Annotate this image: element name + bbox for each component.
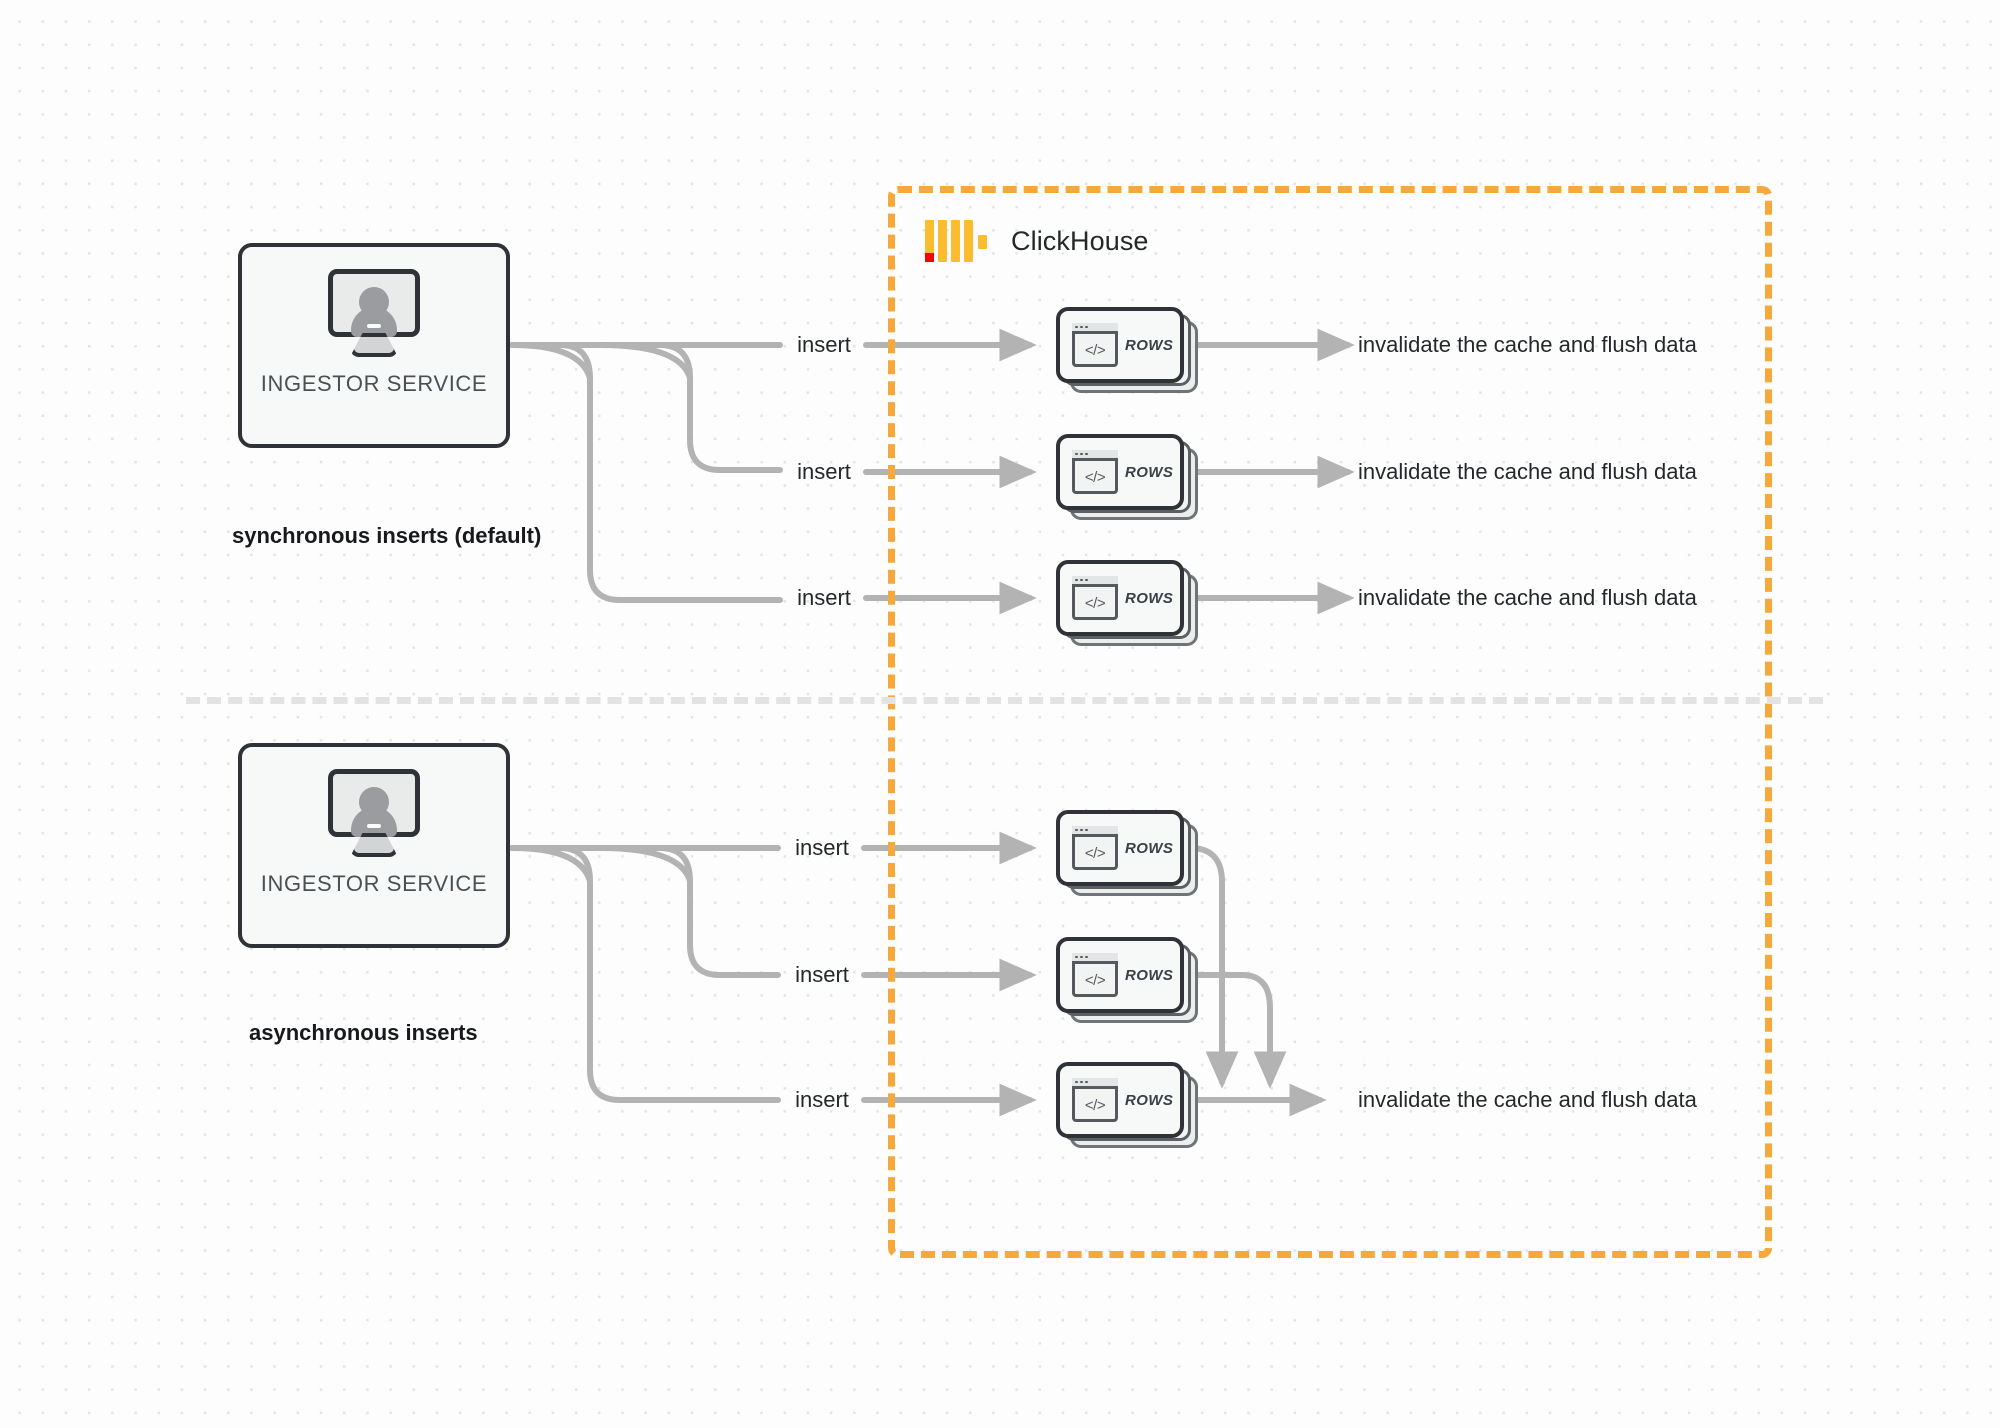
insert-label-sync-3: insert [797,585,851,610]
rows-node-async-1[interactable]: </> ROWS [1056,810,1198,896]
ingestor-service-sync[interactable]: INGESTOR SERVICE [238,243,510,448]
code-glyph: </> [1084,972,1106,989]
insert-label-sync-2: insert [797,459,851,484]
code-glyph: </> [1084,595,1106,612]
rows-node-label: ROWS [1125,966,1174,984]
rows-node-label: ROWS [1125,336,1174,354]
rows-node-label: ROWS [1125,839,1174,857]
rows-node-async-2[interactable]: </> ROWS [1056,937,1198,1023]
code-window-icon: </> [1072,450,1118,494]
code-glyph: </> [1084,469,1106,486]
insert-label-async-2: insert [795,962,849,987]
insert-label-async-3: insert [795,1087,849,1112]
code-window-icon: </> [1072,953,1118,997]
rows-node-label: ROWS [1125,1091,1174,1109]
rows-node-async-3[interactable]: </> ROWS [1056,1062,1198,1148]
insert-label-async-1: insert [795,835,849,860]
rows-node-sync-3[interactable]: </> ROWS [1056,560,1198,646]
ingestor-service-label: INGESTOR SERVICE [260,371,488,396]
flush-label-sync-1: invalidate the cache and flush data [1358,332,1697,357]
monitor-user-icon [326,269,422,357]
flush-label-sync-2: invalidate the cache and flush data [1358,459,1697,484]
code-glyph: </> [1084,342,1106,359]
rows-node-label: ROWS [1125,589,1174,607]
clickhouse-brand-label: ClickHouse [1011,226,1149,256]
rows-node-sync-2[interactable]: </> ROWS [1056,434,1198,520]
code-glyph: </> [1084,1097,1106,1114]
clickhouse-brand: ClickHouse [925,218,1149,262]
code-glyph: </> [1084,845,1106,862]
section-caption-async: asynchronous inserts [249,1020,478,1045]
flush-label-async: invalidate the cache and flush data [1358,1087,1697,1112]
insert-label-sync-1: insert [797,332,851,357]
section-caption-sync: synchronous inserts (default) [232,523,542,548]
rows-node-sync-1[interactable]: </> ROWS [1056,307,1198,393]
section-divider [186,697,1823,704]
code-window-icon: </> [1072,323,1118,367]
ingestor-service-label: INGESTOR SERVICE [260,871,488,896]
code-window-icon: </> [1072,576,1118,620]
clickhouse-boundary [888,186,1772,1258]
clickhouse-logo-icon [925,220,987,262]
code-window-icon: </> [1072,1078,1118,1122]
flush-label-sync-3: invalidate the cache and flush data [1358,585,1697,610]
monitor-user-icon [326,769,422,857]
rows-node-label: ROWS [1125,463,1174,481]
ingestor-service-async[interactable]: INGESTOR SERVICE [238,743,510,948]
code-window-icon: </> [1072,826,1118,870]
